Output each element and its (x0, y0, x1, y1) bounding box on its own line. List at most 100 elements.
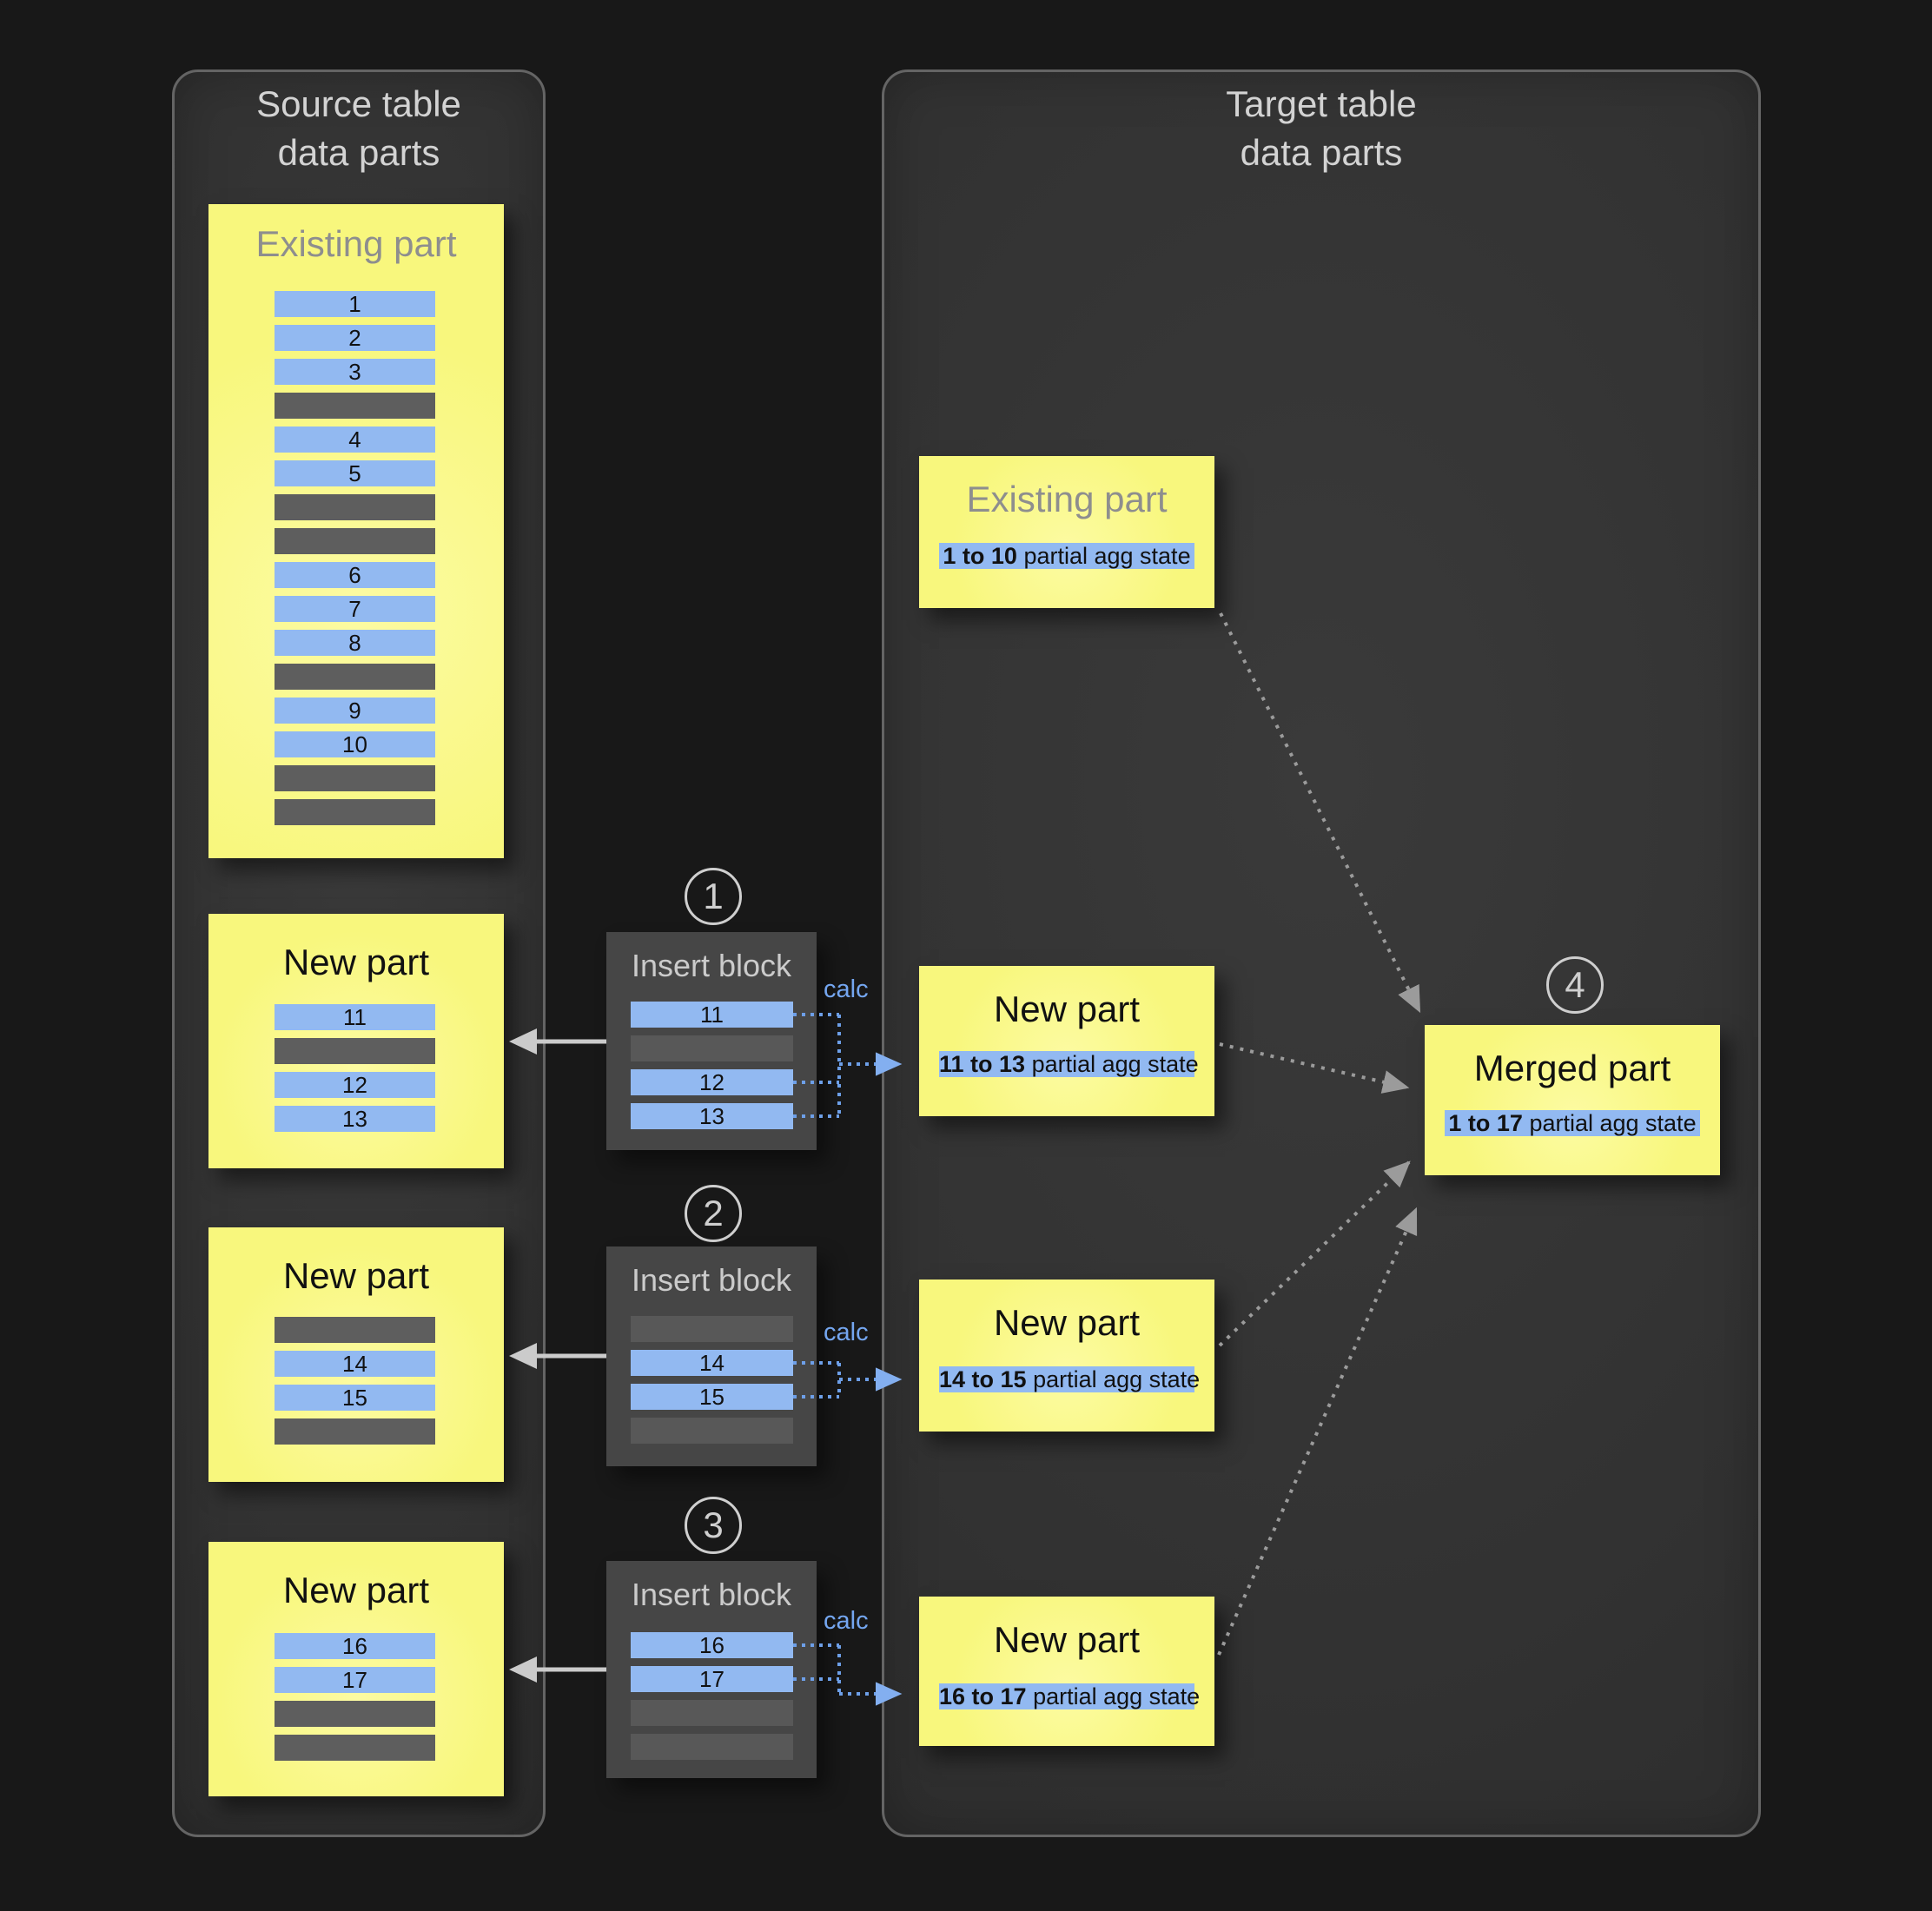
calc-label-2: calc (824, 1319, 869, 1346)
data-row: 14 (631, 1350, 793, 1376)
target-new-part-3-agg-state: 16 to 17 partial agg state (939, 1683, 1200, 1709)
data-row: 16 (275, 1633, 435, 1659)
agg-suffix: partial agg state (1025, 1051, 1199, 1077)
agg-range: 1 to 10 (943, 543, 1017, 569)
insert-block-3-title: Insert block (631, 1577, 792, 1612)
target-existing-part-agg-state: 1 to 10 partial agg state (939, 543, 1194, 569)
data-row: 3 (275, 359, 435, 385)
data-row: 5 (275, 460, 435, 486)
step-3-badge: 3 (685, 1497, 742, 1554)
empty-row (275, 1418, 435, 1445)
target-new-part-1: New part 11 to 13 partial agg state (919, 966, 1214, 1116)
source-existing-part-title: Existing part (255, 223, 457, 264)
data-row: 13 (631, 1103, 793, 1129)
target-new-part-1-agg-state: 11 to 13 partial agg state (939, 1051, 1199, 1077)
source-new-part-1-title: New part (282, 942, 430, 982)
target-panel-title: Target table data parts (882, 80, 1761, 177)
agg-suffix: partial agg state (1026, 1366, 1201, 1392)
target-panel-title-line2: data parts (1240, 131, 1403, 173)
data-row: 13 (275, 1106, 435, 1132)
target-new-part-2: New part 14 to 15 partial agg state (919, 1280, 1214, 1432)
agg-suffix: partial agg state (1016, 543, 1191, 569)
empty-row (275, 1701, 435, 1727)
data-row: 11 (275, 1004, 435, 1030)
source-new-part-1: New part 11 12 13 (208, 914, 504, 1168)
insert-block-2-title: Insert block (631, 1262, 792, 1298)
data-row: 11 (631, 1002, 793, 1028)
target-new-part-2-agg-state: 14 to 15 partial agg state (939, 1366, 1200, 1392)
source-new-part-1-rows: 11 12 13 (275, 1004, 435, 1140)
empty-row (275, 1317, 435, 1343)
step-2-badge: 2 (685, 1185, 742, 1242)
calc-label-1: calc (824, 975, 869, 1003)
data-row: 6 (275, 562, 435, 588)
target-existing-part-title: Existing part (966, 479, 1168, 519)
agg-suffix: partial agg state (1522, 1110, 1697, 1136)
insert-block-1-rows: 11 12 13 (631, 1002, 793, 1137)
data-row: 12 (631, 1069, 793, 1095)
data-row: 17 (631, 1666, 793, 1692)
target-panel-title-line1: Target table (1226, 83, 1417, 124)
merged-part-agg-state: 1 to 17 partial agg state (1445, 1110, 1700, 1136)
source-panel-title-line1: Source table (256, 83, 461, 124)
agg-range: 1 to 17 (1448, 1110, 1523, 1136)
data-row: 10 (275, 731, 435, 757)
target-table-panel (882, 69, 1761, 1837)
empty-row (631, 1035, 793, 1061)
target-existing-part: Existing part 1 to 10 partial agg state (919, 456, 1214, 608)
data-row: 17 (275, 1667, 435, 1693)
empty-row (631, 1734, 793, 1760)
agg-range: 11 to 13 (939, 1051, 1026, 1077)
data-row: 16 (631, 1632, 793, 1658)
target-new-part-3: New part 16 to 17 partial agg state (919, 1597, 1214, 1746)
target-new-part-1-title: New part (993, 989, 1141, 1029)
source-new-part-2-title: New part (282, 1255, 430, 1296)
empty-row (275, 494, 435, 520)
data-row: 15 (275, 1385, 435, 1411)
empty-row (631, 1418, 793, 1444)
data-row: 15 (631, 1384, 793, 1410)
data-row: 9 (275, 698, 435, 724)
insert-block-1: Insert block 11 12 13 (606, 932, 817, 1150)
empty-row (275, 664, 435, 690)
empty-row (275, 528, 435, 554)
empty-row (631, 1700, 793, 1726)
empty-row (275, 765, 435, 791)
data-row: 14 (275, 1351, 435, 1377)
data-row: 2 (275, 325, 435, 351)
empty-row (275, 1038, 435, 1064)
agg-range: 16 to 17 (939, 1683, 1027, 1709)
empty-row (275, 799, 435, 825)
merged-part-title: Merged part (1473, 1048, 1671, 1088)
calc-label-3: calc (824, 1607, 869, 1635)
empty-row (275, 393, 435, 419)
source-panel-title-line2: data parts (277, 131, 440, 173)
data-row: 12 (275, 1072, 435, 1098)
step-1-badge: 1 (685, 868, 742, 925)
target-new-part-3-title: New part (993, 1619, 1141, 1660)
source-panel-title: Source table data parts (172, 80, 546, 177)
data-row: 8 (275, 630, 435, 656)
agg-suffix: partial agg state (1026, 1683, 1201, 1709)
source-new-part-3-title: New part (282, 1570, 430, 1610)
merged-part: Merged part 1 to 17 partial agg state (1425, 1025, 1720, 1175)
data-row: 1 (275, 291, 435, 317)
data-row: 4 (275, 427, 435, 453)
target-new-part-2-title: New part (993, 1302, 1141, 1343)
step-4-badge: 4 (1546, 956, 1604, 1014)
empty-row (275, 1735, 435, 1761)
empty-row (631, 1316, 793, 1342)
insert-block-1-title: Insert block (631, 948, 792, 983)
agg-range: 14 to 15 (939, 1366, 1027, 1392)
